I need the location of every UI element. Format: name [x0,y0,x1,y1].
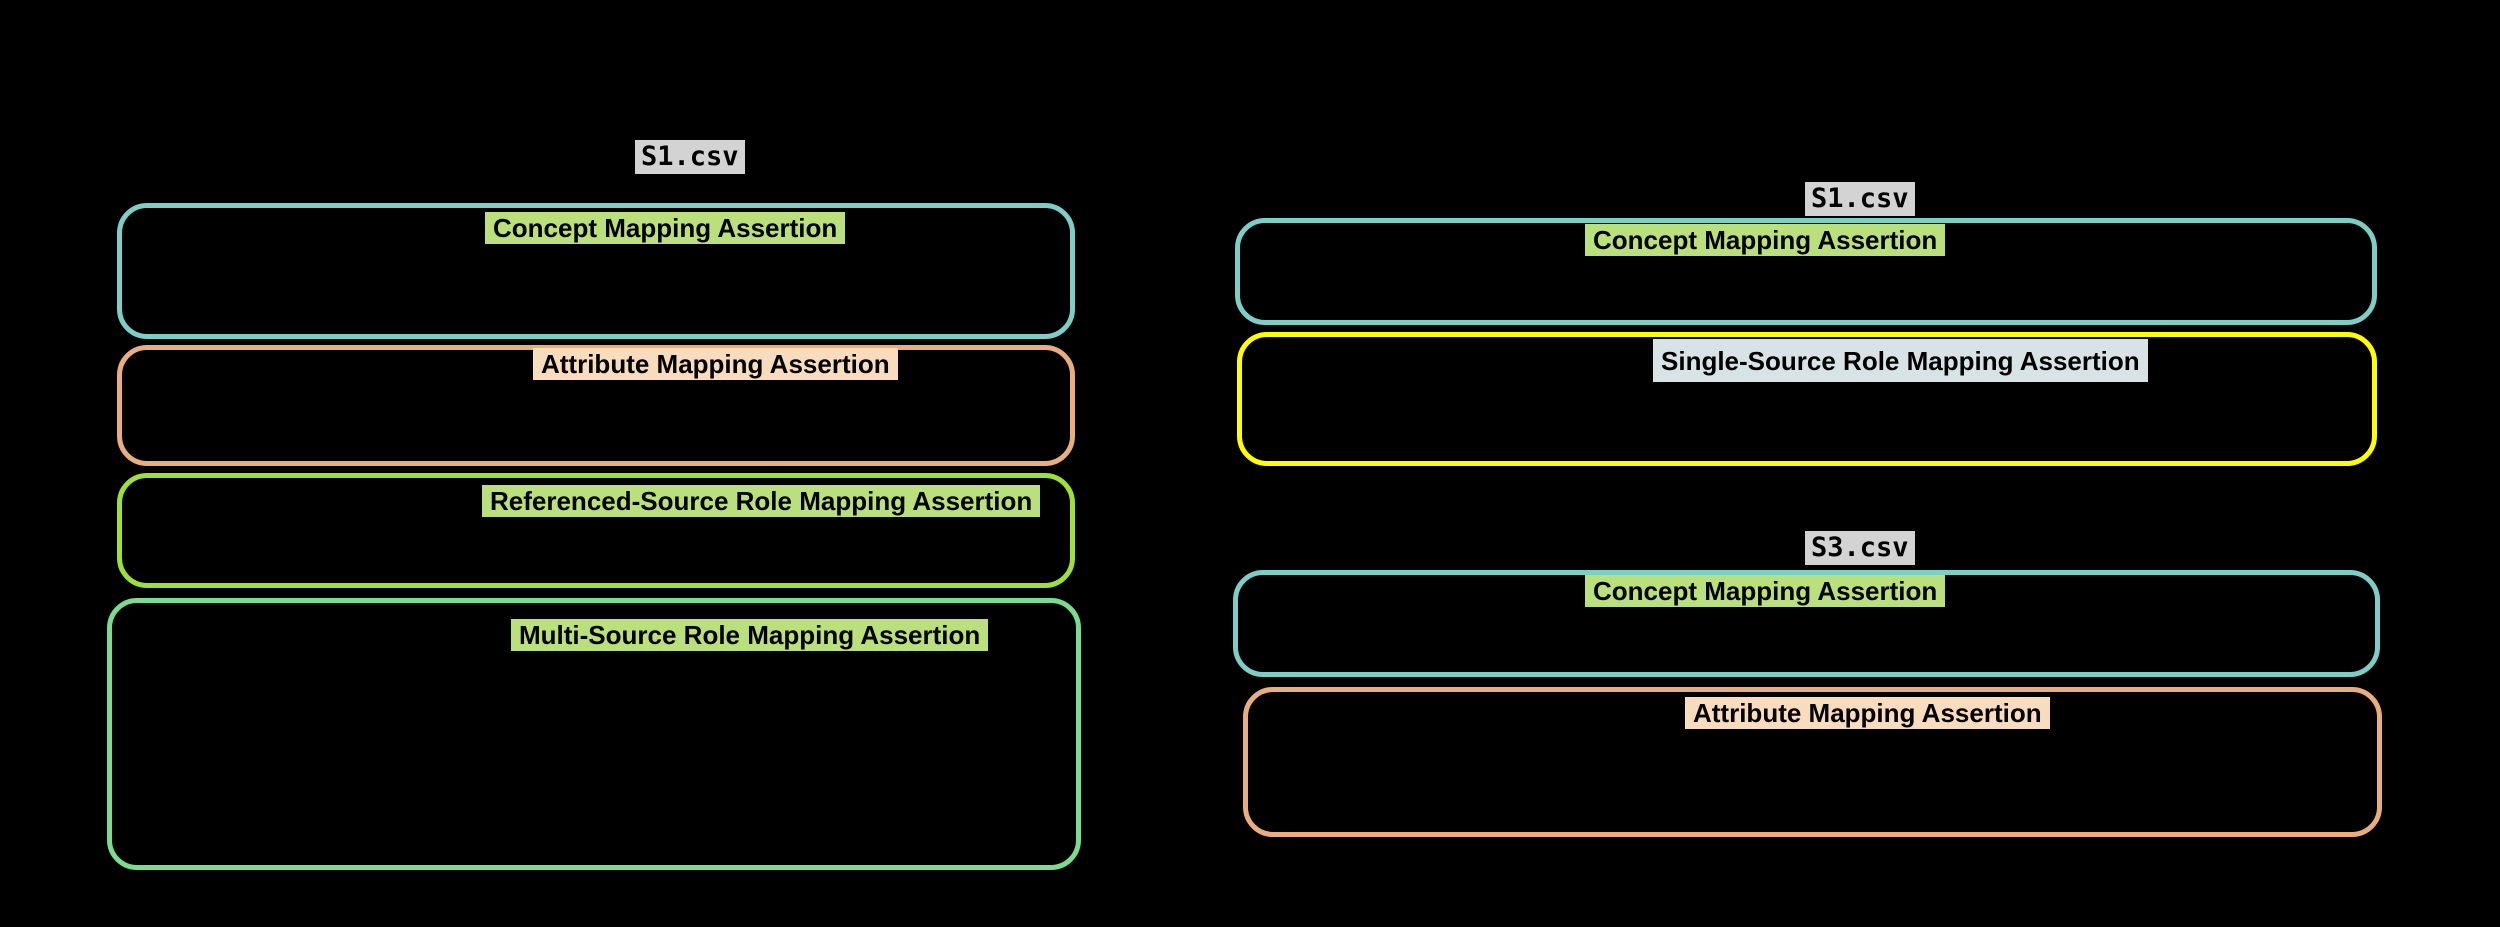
concept-mapping-assertion-box-right-bottom [1233,570,2380,677]
concept-mapping-assertion-box-left [117,203,1075,339]
attribute-mapping-assertion-box-right [1243,687,2382,837]
concept-mapping-assertion-box-right-top [1235,218,2377,325]
concept-mapping-assertion-label-right-top: Concept Mapping Assertion [1585,224,1946,256]
multi-source-role-mapping-assertion-box [107,598,1081,870]
referenced-source-role-mapping-assertion-label: Referenced-Source Role Mapping Assertion [482,485,1041,517]
single-source-role-mapping-assertion-label: Single-Source Role Mapping Assertion [1653,339,2148,382]
single-source-role-mapping-assertion-box [1237,332,2377,466]
concept-mapping-assertion-label-right-bottom: Concept Mapping Assertion [1585,575,1946,607]
referenced-source-role-mapping-assertion-box [117,473,1075,588]
multi-source-role-mapping-assertion-label: Multi-Source Role Mapping Assertion [511,619,989,651]
file-label-s1-left: S1.csv [635,140,745,174]
file-label-s3: S3.csv [1805,531,1915,565]
concept-mapping-assertion-label-left: Concept Mapping Assertion [485,212,846,244]
attribute-mapping-assertion-box-left [117,345,1075,466]
file-label-s1-right: S1.csv [1805,182,1915,216]
attribute-mapping-assertion-label-right: Attribute Mapping Assertion [1685,697,2050,729]
attribute-mapping-assertion-label-left: Attribute Mapping Assertion [533,348,898,380]
